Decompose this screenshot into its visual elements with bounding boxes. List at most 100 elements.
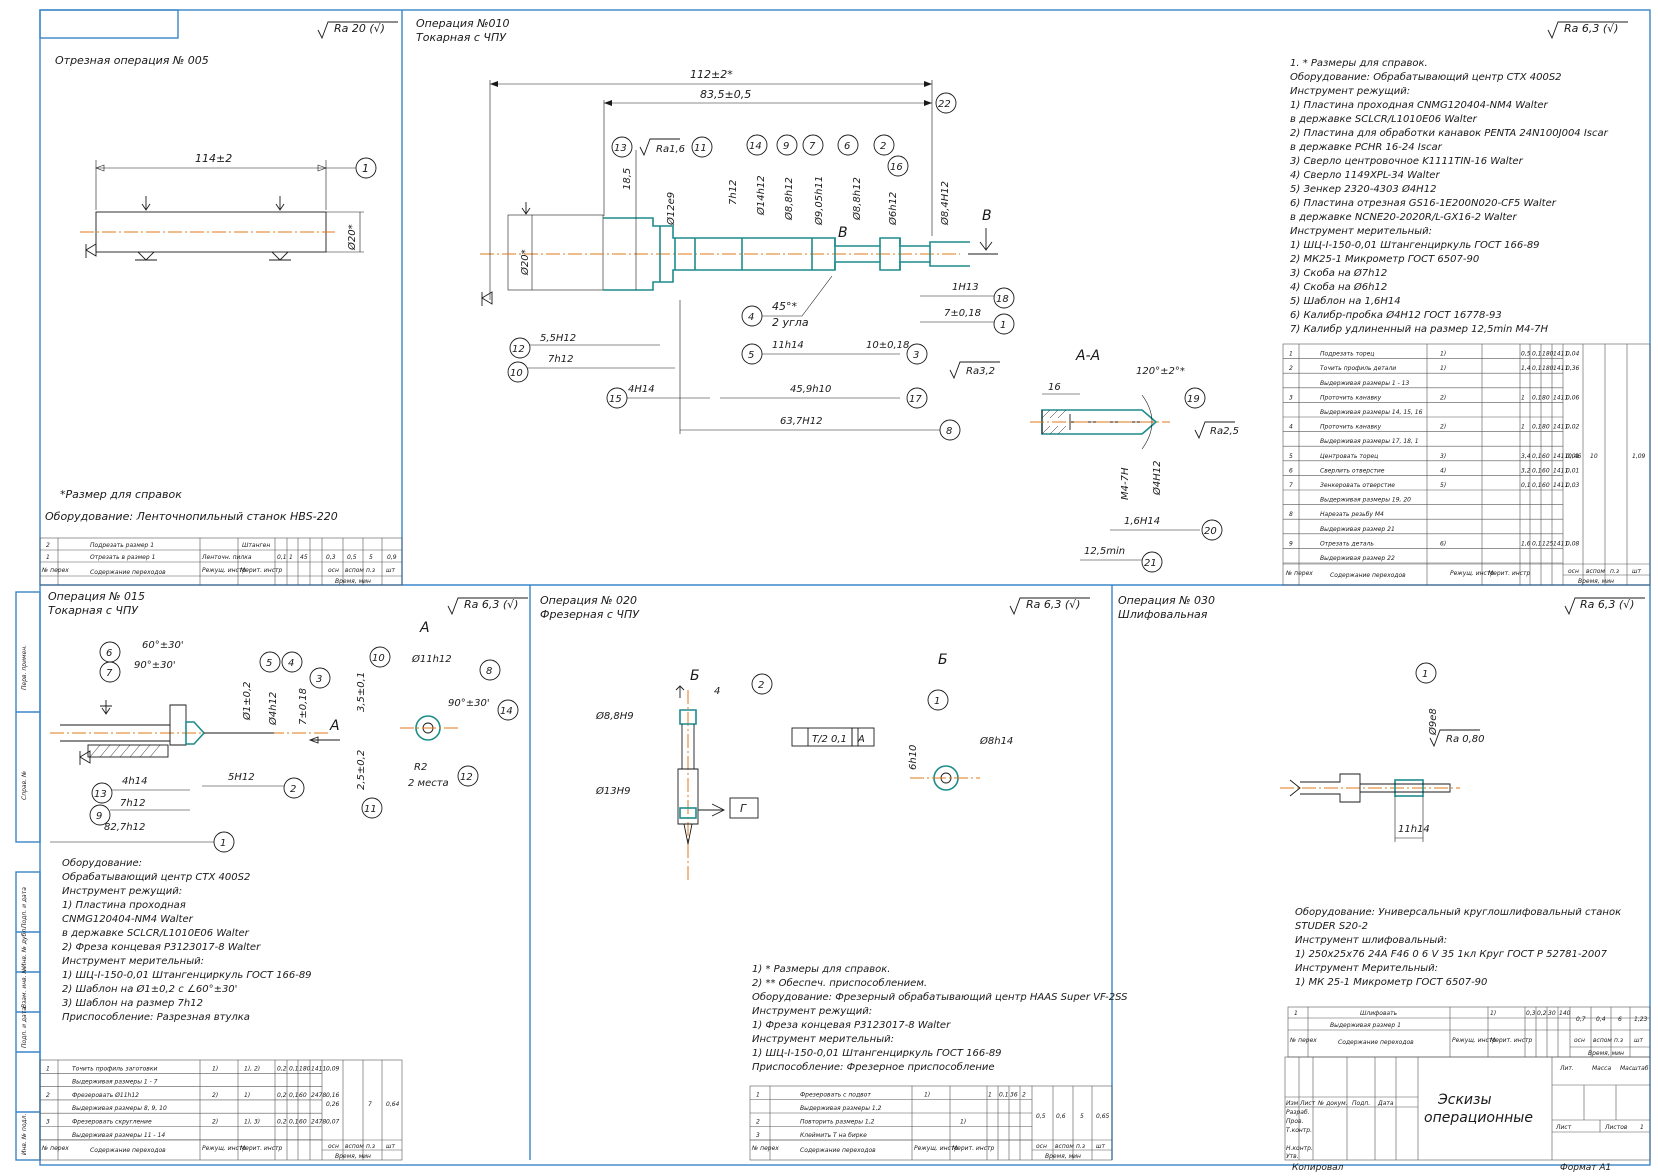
op010-cell: 2 <box>1289 365 1293 372</box>
op005-head: № перех <box>41 567 69 574</box>
op010-section-b: В <box>838 225 848 241</box>
op010-bubble-14: 14 <box>749 141 762 152</box>
tb-scale: Масштаб <box>1620 1065 1649 1072</box>
op020-note-line: Инструмент мерительный: <box>752 1034 894 1045</box>
side-stamps: Перв. примен. Справ. № Подп. и дата Инв.… <box>21 645 28 1155</box>
op010-cell: 6) <box>1440 540 1446 547</box>
op010-d459: 45,9h10 <box>790 384 831 395</box>
op005-cell: Штанген <box>242 542 270 549</box>
op010-cell: 0,1 <box>1532 394 1542 401</box>
op015-d4h14: 4h14 <box>122 776 147 787</box>
op010-bubble-9: 9 <box>783 141 789 152</box>
op010-d84: Ø8,4H12 <box>939 181 951 226</box>
op015-note-line: Приспособление: Разрезная втулка <box>62 1011 250 1023</box>
op005-cell: 5 <box>369 554 373 561</box>
op010-note-line: 1) Пластина проходная CNMG120404-NM4 Wal… <box>1290 100 1549 111</box>
op030-sketch: Операция № 030 Шлифовальная Ø9e8 1 Ra 0,… <box>1118 594 1485 842</box>
tb-podp: Подп. <box>1352 1100 1370 1107</box>
op015-d827: 82,7h12 <box>104 822 145 833</box>
op010-cell: 2) <box>1440 424 1446 431</box>
op010-cell: 6 <box>1289 467 1293 474</box>
op010-bubble-4: 4 <box>748 312 754 323</box>
op015-cell: 0,1 <box>289 1092 299 1099</box>
tb-copied: Копировал <box>1292 1163 1344 1172</box>
op015-a90: 90°±30' <box>134 660 176 671</box>
section-aa-d4h12: Ø4Н12 <box>1151 461 1163 496</box>
section-aa-angle: 120°±2°* <box>1136 366 1185 377</box>
op005-head: Режущ. инстр <box>202 567 246 574</box>
op020-tol: T/2 0,1 <box>812 734 847 745</box>
op015-d1: Ø1±0,2 <box>241 681 253 721</box>
op010-cell: 5) <box>1440 482 1446 489</box>
op010-bubble-10: 10 <box>510 368 523 379</box>
op015-cell: Точить профиль заготовки <box>72 1065 157 1072</box>
op020-total: 0,5 <box>1036 1113 1046 1120</box>
section-aa-label: А-А <box>1075 348 1100 364</box>
op010-bubble-12: 12 <box>512 344 525 355</box>
op015-bubble-6: 6 <box>106 648 112 659</box>
op015-total: 0,26 <box>326 1101 340 1108</box>
op010-time-label: Время, мин <box>1578 578 1614 585</box>
op020-head: Содержание переходов <box>800 1147 876 1154</box>
op010-note-line: 2) МК25-1 Микрометр ГОСТ 6507-90 <box>1290 254 1479 265</box>
op015-head: Режущ. инстр <box>202 1145 246 1152</box>
op010-cell: 1411 <box>1553 540 1568 547</box>
op010-cell: 0,1 <box>1532 540 1542 547</box>
op010-ra16: Ra1,6 <box>656 144 685 155</box>
op015-d4h12: Ø4h12 <box>267 692 279 726</box>
op005-cell: 0,9 <box>387 554 397 561</box>
op015-note-line: 1) Пластина проходная <box>62 900 186 911</box>
op010-head: Мерит. инстр <box>1488 570 1531 577</box>
op010-cell: 0,04 <box>1566 351 1580 358</box>
op010-d88h12: Ø8,8h12 <box>783 177 795 221</box>
op015-cell: Выдерживая размеры 11 - 14 <box>72 1132 165 1139</box>
op010-chamfer: 45°* <box>772 300 797 313</box>
op010-cell: Нарезать резьбу М4 <box>1320 511 1384 518</box>
op030-cell: Шлифовать <box>1360 1010 1398 1017</box>
op015-a60: 60°±30' <box>142 640 184 651</box>
op020-head: Мерит. инстр <box>952 1145 995 1152</box>
op010-d12e9: Ø12e9 <box>665 192 677 226</box>
op015-bubble-4: 4 <box>288 658 294 669</box>
op020-head: п.з <box>1076 1143 1085 1150</box>
op010-cell: Отрезать деталь <box>1320 540 1374 547</box>
op010-head: шт <box>1632 568 1641 575</box>
op010-cell: Выдерживая размеры 17, 18, 1 <box>1320 438 1419 445</box>
tb-title-1: Эскизы <box>1437 1092 1492 1108</box>
op020-head: осн <box>1036 1143 1047 1150</box>
tb-sheets: Листов <box>1604 1124 1628 1131</box>
op010-bubble-2: 2 <box>880 141 886 152</box>
op015-title: Операция № 015 <box>48 590 145 603</box>
op010-notes: 1. * Размеры для справок. Оборудование: … <box>1290 58 1609 335</box>
op010-cell: 1 <box>1289 351 1293 358</box>
op030-time-label: Время, мин <box>1588 1050 1624 1057</box>
op010-cell: 60 <box>1542 482 1550 489</box>
tb-sheets-val: 1 <box>1640 1124 1644 1131</box>
op010-note-line: Инструмент режущий: <box>1290 86 1410 97</box>
op020-cell: Клеймить Т на бирке <box>800 1132 867 1139</box>
op010-note-line: в державке NCNE20-2020R/L-GX16-2 Walter <box>1290 212 1517 223</box>
title-block: Изм Лист № докум. Подп. Дата Разраб. Про… <box>1284 1056 1651 1173</box>
op015-cell: Выдерживая размеры 8, 9, 10 <box>72 1105 167 1112</box>
op015-cell: Фрезеровать скругление <box>72 1119 152 1126</box>
op010-cell: 8 <box>1289 511 1293 518</box>
op015-total: 0,64 <box>386 1101 400 1108</box>
op020-cell: Фрезеровать с подвот <box>800 1092 871 1099</box>
op015-subtitle: Токарная с ЧПУ <box>48 604 139 617</box>
op015-cell: 3 <box>46 1119 50 1126</box>
op015-cell: 0,1 <box>289 1119 299 1126</box>
op010-title: Операция №010 <box>416 17 510 30</box>
op010-dia-20: Ø20* <box>519 249 531 276</box>
op010-dim-83: 83,5±0,5 <box>700 88 751 101</box>
op015-cell: 1) <box>212 1065 218 1072</box>
roughness-op030: Ra 6,3 (√) <box>1580 598 1634 611</box>
op010-bubble-5: 5 <box>748 350 754 361</box>
op010-d7h12b: 7h12 <box>548 354 573 365</box>
op010-cell: 3) <box>1440 453 1446 460</box>
op015-arrow-a: А <box>329 718 340 734</box>
op015-head: Содержание переходов <box>90 1147 166 1154</box>
section-aa-16: 16 <box>1048 382 1061 393</box>
